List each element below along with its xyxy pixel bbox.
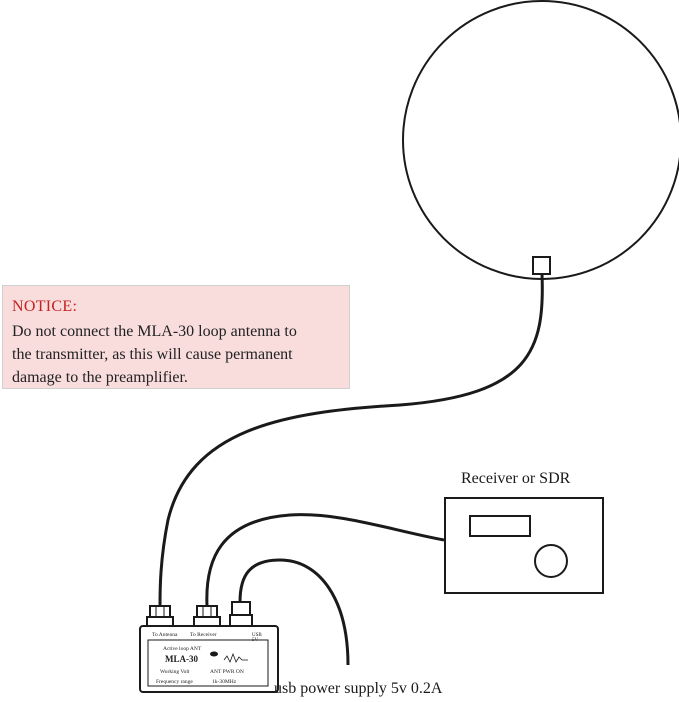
module-row-3: Frequency range	[156, 679, 193, 685]
mla30-module	[139, 625, 279, 693]
module-row-2b: ANT PWR ON	[210, 669, 244, 675]
notice-line: the transmitter, as this will cause perm…	[12, 346, 293, 363]
notice-box: NOTICE: Do not connect the MLA-30 loop a…	[2, 285, 350, 389]
receiver-box	[444, 497, 604, 594]
module-row-3b: 1k-30MHz	[212, 679, 237, 685]
module-label-panel	[147, 639, 269, 687]
module-top-left: To Antenna	[152, 632, 178, 638]
notice-body: Do not connect the MLA-30 loop antenna t…	[12, 320, 352, 389]
receiver-display	[469, 515, 531, 537]
usb-power-cable	[238, 558, 350, 666]
receiver-cable	[205, 513, 445, 607]
notice-title: NOTICE:	[12, 298, 78, 315]
signal-wave-icon	[223, 652, 248, 663]
receiver-knob	[534, 544, 568, 578]
module-top-right: USB	[252, 633, 262, 638]
loop-connector	[532, 256, 551, 275]
notice-line: Do not connect the MLA-30 loop antenna t…	[12, 323, 297, 340]
module-top-right-2: 5V	[252, 638, 259, 643]
usb-power-label: usb power supply 5v 0.2A	[274, 680, 443, 697]
receiver-connector	[193, 605, 221, 627]
led-indicator-icon	[210, 651, 218, 657]
module-model: MLA-30	[165, 654, 198, 664]
receiver-label: Receiver or SDR	[461, 470, 571, 487]
usb-connector	[229, 601, 253, 627]
module-top-mid: To Receiver	[190, 632, 217, 638]
notice-line: damage to the preamplifier.	[12, 369, 188, 386]
loop-antenna	[402, 0, 679, 280]
antenna-connector	[146, 605, 174, 627]
module-row-2: Working Volt	[160, 669, 190, 675]
module-row-1: Active loop ANT	[163, 646, 202, 652]
antenna-cable	[158, 273, 544, 607]
